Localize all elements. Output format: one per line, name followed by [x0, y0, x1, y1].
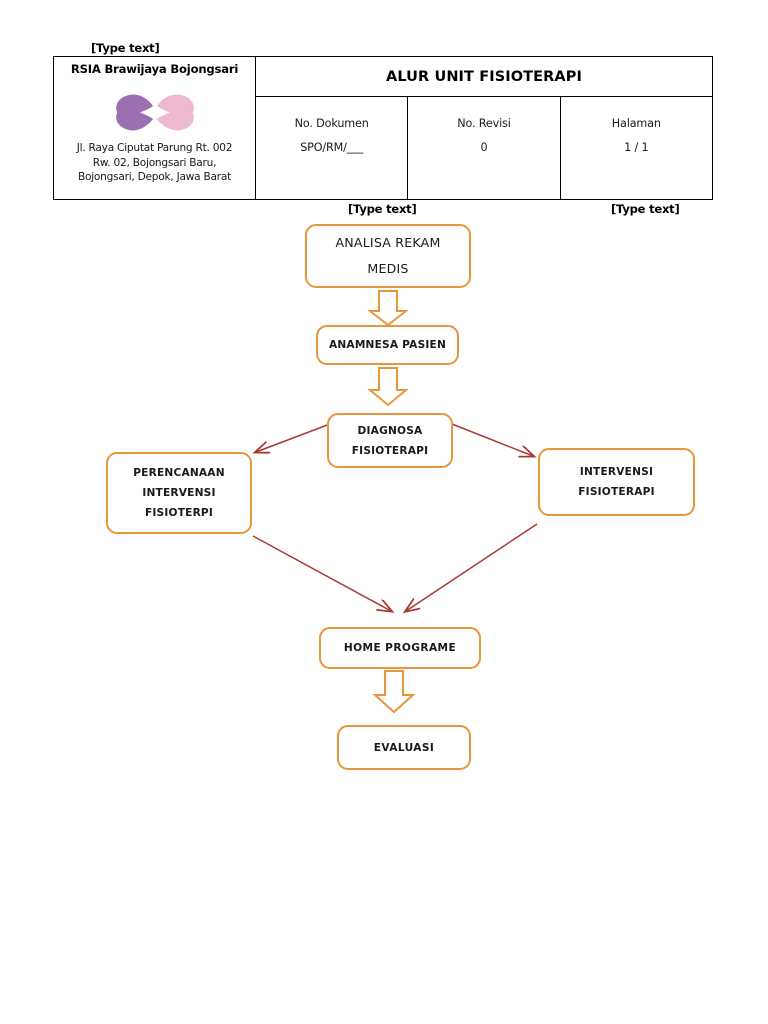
arrow-diagnosa-to-intervensi	[451, 423, 533, 456]
header-column-no-dokumen: No. Dokumen SPO/RM/___	[256, 97, 409, 199]
flow-node-diagnosa-line-1: DIAGNOSA	[357, 424, 423, 437]
block-arrow-home-to-evaluasi	[372, 670, 416, 714]
arrow-intervensi-to-home	[406, 523, 538, 611]
header-column-halaman: Halaman 1 / 1	[561, 97, 712, 199]
flow-node-home-line-1: HOME PROGRAME	[343, 642, 457, 654]
flow-node-intervensi-fisioterapi[interactable]: INTERVENSI FISIOTERAPI	[538, 448, 695, 516]
document-title: ALUR UNIT FISIOTERAPI	[256, 57, 712, 97]
flow-node-analisa-line-1: ANALISA REKAM	[335, 235, 441, 250]
flow-node-diagnosa-fisioterapi[interactable]: DIAGNOSA FISIOTERAPI	[327, 413, 453, 468]
flow-node-analisa-line-2: MEDIS	[367, 261, 409, 276]
flow-node-intervensi-line-1: INTERVENSI	[579, 466, 654, 478]
flow-node-anamnesa-pasien[interactable]: ANAMNESA PASIEN	[316, 325, 459, 365]
flow-node-intervensi-line-2: FISIOTERAPI	[578, 486, 655, 498]
header-info-cell: ALUR UNIT FISIOTERAPI No. Dokumen SPO/RM…	[256, 57, 712, 199]
flow-node-home-programe[interactable]: HOME PROGRAME	[319, 627, 481, 669]
flow-node-evaluasi-line-1: EVALUASI	[373, 741, 435, 754]
header-column-no-revisi: No. Revisi 0	[408, 97, 561, 199]
header-meta-columns: No. Dokumen SPO/RM/___ No. Revisi 0 Hala…	[256, 97, 712, 199]
flow-node-perencanaan-intervensi-fisioterpi[interactable]: PERENCANAAN INTERVENSI FISIOTERPI	[106, 452, 252, 534]
arrow-perencanaan-to-home	[252, 535, 391, 611]
flow-node-analisa-rekam-medis[interactable]: ANALISA REKAM MEDIS	[305, 224, 471, 288]
butterfly-logo	[105, 79, 205, 135]
type-text-placeholder-middle: [Type text]	[348, 202, 417, 216]
block-arrow-anamnesa-to-diagnosa	[367, 367, 409, 407]
flow-node-perencanaan-line-3: FISIOTERPI	[144, 507, 214, 519]
halaman-value: 1 / 1	[624, 141, 649, 154]
flow-node-diagnosa-line-2: FISIOTERAPI	[351, 444, 429, 457]
no-dokumen-value: SPO/RM/___	[300, 141, 364, 154]
no-revisi-value: 0	[480, 141, 488, 154]
header-organization-cell: RSIA Brawijaya Bojongsari Jl. Raya Ciput…	[54, 57, 256, 199]
arrow-diagnosa-to-perencanaan	[256, 423, 331, 452]
butterfly-logo-icon	[115, 94, 194, 131]
address-line-1: Jl. Raya Ciputat Parung Rt. 002	[76, 142, 233, 154]
flow-node-perencanaan-line-2: INTERVENSI	[142, 487, 216, 499]
organization-address: Jl. Raya Ciputat Parung Rt. 002 Rw. 02, …	[54, 141, 255, 185]
address-line-2: Rw. 02, Bojongsari Baru,	[92, 156, 217, 169]
document-header-table: RSIA Brawijaya Bojongsari Jl. Raya Ciput…	[53, 56, 713, 200]
flow-node-evaluasi[interactable]: EVALUASI	[337, 725, 471, 770]
type-text-placeholder-top: [Type text]	[91, 41, 160, 55]
organization-name: RSIA Brawijaya Bojongsari	[70, 62, 239, 76]
address-line-3: Bojongsari, Depok, Jawa Barat	[77, 171, 232, 183]
type-text-placeholder-right: [Type text]	[611, 202, 680, 216]
no-revisi-label: No. Revisi	[457, 117, 511, 130]
halaman-label: Halaman	[611, 117, 661, 130]
no-dokumen-label: No. Dokumen	[294, 117, 369, 130]
flow-node-perencanaan-line-1: PERENCANAAN	[133, 467, 225, 479]
block-arrow-analisa-to-anamnesa	[367, 290, 409, 327]
flow-node-anamnesa-line-1: ANAMNESA PASIEN	[328, 339, 447, 351]
